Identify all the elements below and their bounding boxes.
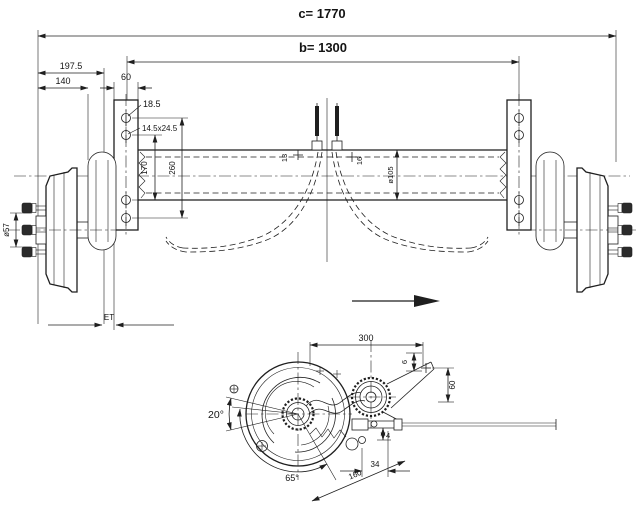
right-wheel-studs	[608, 202, 633, 258]
dim-6-label: 6	[400, 360, 409, 364]
dim-34-label: 34	[371, 460, 380, 469]
dim-hub-dia-label: ø57	[2, 223, 11, 237]
right-brake-drum	[524, 151, 636, 293]
right-spring-plate	[506, 94, 532, 236]
brake-cables: 13 16 ø105	[165, 98, 489, 262]
left-wheel-studs	[21, 202, 46, 258]
detail-cable-clevis	[351, 418, 557, 431]
weld-seam-right	[499, 151, 507, 199]
left-brake-drum: ø57	[2, 151, 122, 293]
dim-260-label: 260	[168, 161, 177, 175]
dim-197-5-label: 197.5	[60, 61, 83, 71]
label-13: 13	[280, 154, 289, 162]
plate-hole-dimensions: 18.5 14.5x24.5 170 260	[127, 99, 188, 219]
dim-170-label: 170	[140, 161, 149, 175]
expander-lever	[305, 392, 362, 407]
right-brake-flange	[535, 151, 565, 251]
right-cable-rod	[335, 106, 339, 136]
dim-slot-label: 14.5x24.5	[142, 124, 178, 133]
offset-dimension: ET	[48, 313, 174, 328]
angle-65-label: 65°	[285, 473, 299, 483]
brake-shoe-left	[261, 376, 321, 444]
left-spring-plate	[113, 94, 139, 236]
angle-20-label: 20°	[208, 409, 224, 421]
dim-140-label: 140	[55, 76, 70, 86]
dim-b-label: b= 1300	[299, 40, 347, 55]
dim-offset-label: ET	[104, 313, 114, 322]
dim-60-label: 60	[121, 72, 131, 82]
brake-detail-view	[229, 340, 557, 480]
dim-300-label: 300	[358, 333, 373, 343]
dim-18-5-label: 18.5	[143, 99, 161, 109]
left-brake-flange	[87, 151, 117, 251]
travel-direction-arrow	[352, 295, 440, 307]
dim-60-label: 60	[448, 380, 457, 389]
dim-160-label: 160	[347, 468, 363, 482]
overall-dimensions: c= 1770 b= 1300 197.5 140 60	[37, 6, 617, 330]
weld-seam-left	[138, 151, 146, 199]
dim-tube-dia-label: ø105	[386, 166, 395, 183]
detail-dimensions: 300 6 60 4 34 160 65° 20°	[208, 333, 457, 502]
label-16: 16	[355, 157, 364, 165]
dim-c-label: c= 1770	[298, 6, 345, 21]
left-cable-rod	[315, 106, 319, 136]
